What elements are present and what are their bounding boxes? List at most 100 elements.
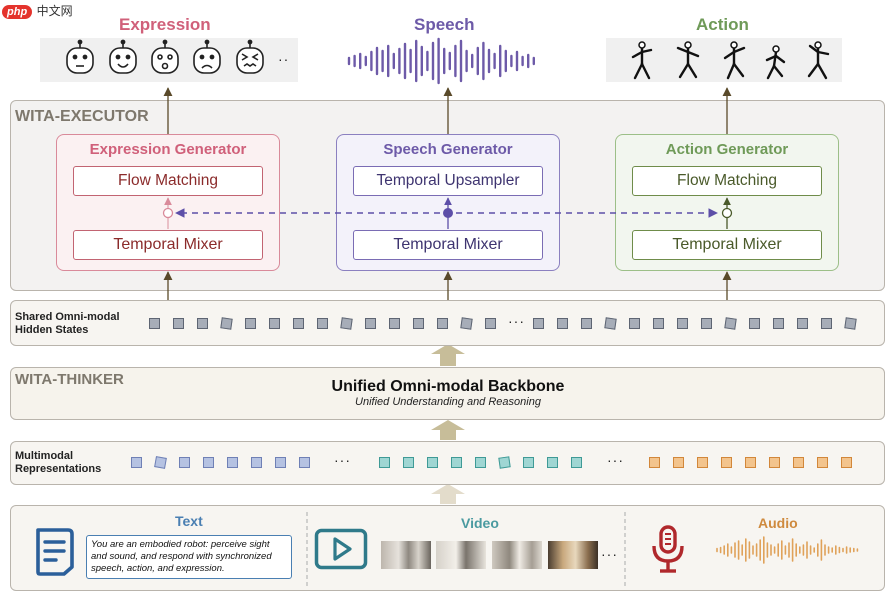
face-squint-icon (236, 39, 264, 74)
text-prompt: You are an embodied robot: perceive sigh… (91, 539, 272, 574)
action-temporal-mixer: Temporal Mixer (632, 230, 822, 260)
video-token (427, 457, 438, 468)
action-output-title: Action (696, 15, 749, 34)
video-frame-4 (548, 541, 598, 569)
action-figure-2-icon (676, 46, 700, 79)
backbone-heading: Unified Omni-modal Backbone (331, 378, 565, 395)
php-logo-icon: php (2, 5, 33, 19)
speech-generator: Speech Generator Temporal Upsampler Temp… (336, 134, 560, 271)
multimodal-ellipsis-1: ··· (334, 452, 351, 468)
action-figure-1-icon (631, 46, 653, 80)
hidden-state-token (149, 318, 160, 329)
hidden-state-token (749, 318, 760, 329)
face-happy-icon (109, 39, 137, 74)
action-generator-title: Action Generator (665, 141, 789, 158)
face-sad-icon (193, 39, 221, 74)
multimodal-ellipsis-2: ··· (607, 452, 624, 468)
text-token (227, 457, 238, 468)
audio-token (793, 457, 804, 468)
text-token (179, 457, 190, 468)
hidden-state-token (269, 318, 280, 329)
hidden-state-token (389, 318, 400, 329)
video-frame-2 (436, 541, 486, 569)
video-token (571, 457, 582, 468)
hidden-state-token (245, 318, 256, 329)
executor-title: WITA-EXECUTOR (15, 108, 149, 125)
action-figure-5-icon (807, 44, 830, 80)
action-figure-4-icon (765, 50, 786, 80)
face-neutral-icon (66, 39, 94, 74)
text-token (299, 457, 310, 468)
hidden-state-token (437, 318, 448, 329)
expression-output-title: Expression (119, 15, 211, 34)
input-divider-1 (306, 512, 308, 586)
document-icon (36, 528, 74, 576)
speech-waveform (347, 37, 536, 85)
hidden-state-token (724, 317, 737, 330)
hidden-states-label: Shared Omni-modal Hidden States (15, 311, 120, 336)
hidden-state-token (365, 318, 376, 329)
hidden-states-ellipsis: ··· (508, 313, 525, 329)
text-token (275, 457, 286, 468)
audio-token (697, 457, 708, 468)
hidden-state-token (581, 318, 592, 329)
video-token (475, 457, 486, 468)
arrow-reps-to-thinker (431, 420, 465, 440)
video-play-icon (314, 528, 368, 570)
text-token (251, 457, 262, 468)
hidden-state-token (677, 318, 688, 329)
audio-token (673, 457, 684, 468)
thinker-title: WITA-THINKER (15, 371, 124, 388)
video-input-label: Video (461, 515, 499, 531)
backbone-subheading: Unified Understanding and Reasoning (355, 396, 541, 408)
face-surprised-icon (151, 39, 179, 74)
audio-token (817, 457, 828, 468)
audio-token (721, 457, 732, 468)
text-token (203, 457, 214, 468)
text-token (154, 456, 167, 469)
expression-temporal-mixer: Temporal Mixer (73, 230, 263, 260)
audio-token (769, 457, 780, 468)
video-token (547, 457, 558, 468)
audio-input-label: Audio (758, 515, 798, 531)
video-token (403, 457, 414, 468)
thinker-panel (10, 367, 885, 420)
hidden-state-token (797, 318, 808, 329)
video-token (379, 457, 390, 468)
hidden-state-token (340, 317, 353, 330)
action-flow-matching: Flow Matching (632, 166, 822, 196)
audio-token (745, 457, 756, 468)
video-token (523, 457, 534, 468)
watermark: php 中文网 (2, 2, 92, 20)
hidden-state-token (293, 318, 304, 329)
hidden-state-token (629, 318, 640, 329)
speech-temporal-upsampler: Temporal Upsampler (353, 166, 543, 196)
audio-token (649, 457, 660, 468)
hidden-state-token (844, 317, 857, 330)
arrow-hidden-to-executor (431, 344, 465, 366)
hidden-state-token (533, 318, 544, 329)
action-figure-3-icon (723, 46, 746, 80)
action-figures (631, 41, 830, 80)
hidden-state-token (821, 318, 832, 329)
text-input-label: Text (175, 513, 203, 529)
video-ellipsis: ··· (601, 546, 618, 562)
video-frame-1 (381, 541, 431, 569)
hidden-state-token (485, 318, 496, 329)
expression-generator-title: Expression Generator (89, 141, 247, 158)
expression-flow-matching: Flow Matching (73, 166, 263, 196)
text-token (131, 457, 142, 468)
hidden-state-token (701, 318, 712, 329)
audio-waveform (716, 536, 859, 564)
input-divider-2 (624, 512, 626, 586)
text-prompt-box: You are an embodied robot: perceive sigh… (86, 535, 292, 579)
audio-token (841, 457, 852, 468)
watermark-text: 中文网 (36, 4, 73, 18)
speech-temporal-mixer: Temporal Mixer (353, 230, 543, 260)
expression-ellipsis: ·· (278, 51, 290, 67)
hidden-state-token (317, 318, 328, 329)
hidden-state-token (773, 318, 784, 329)
hidden-state-token (220, 317, 233, 330)
hidden-state-token (413, 318, 424, 329)
